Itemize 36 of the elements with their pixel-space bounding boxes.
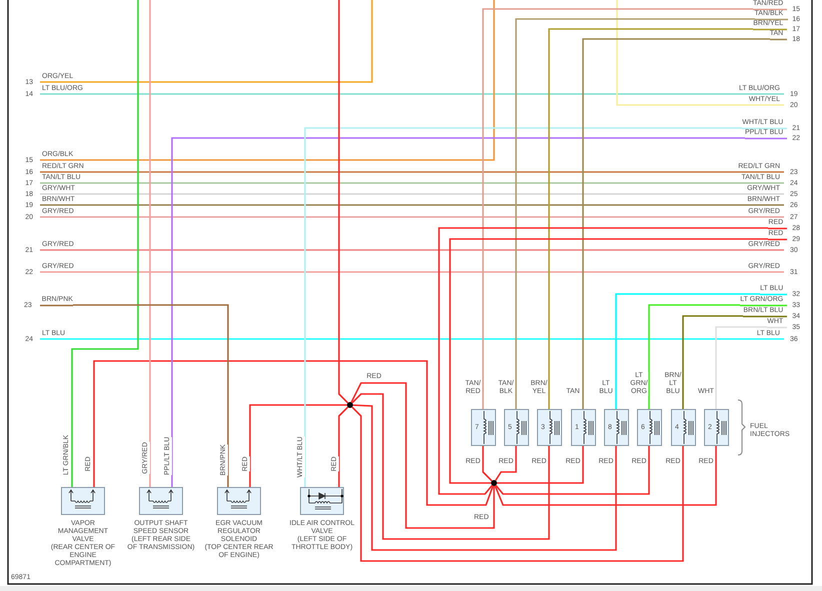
wire: [338, 406, 348, 487]
wire: [304, 127, 742, 487]
wire: [249, 404, 347, 487]
wire: [352, 406, 684, 562]
component: [48, 487, 118, 568]
wire: [497, 446, 584, 484]
wire: [350, 382, 495, 529]
wire: [494, 446, 717, 506]
wire: [715, 326, 767, 409]
fuel-injector: [471, 409, 496, 446]
fuel-injector: [571, 409, 596, 446]
fuel-injector: [637, 409, 662, 446]
wire: [648, 304, 740, 409]
wire: [149, 0, 151, 487]
wire: [352, 404, 617, 551]
wire: [482, 446, 492, 482]
fuel-injector: [604, 409, 629, 446]
wire: [582, 38, 770, 409]
wire: [615, 293, 760, 409]
wire: [338, 0, 348, 404]
wire: [71, 0, 139, 487]
wire: [682, 315, 743, 409]
fuel-injector: [537, 409, 562, 446]
component: [287, 487, 357, 552]
wire: [352, 393, 550, 540]
fuel-injector: [671, 409, 696, 446]
wire: [171, 137, 745, 487]
fuel-injector: [704, 409, 729, 446]
wire: [495, 446, 650, 495]
wire: [548, 28, 753, 409]
component: [204, 487, 274, 560]
wire: [494, 446, 517, 481]
wire: [73, 304, 229, 487]
component: [126, 487, 196, 552]
fuel-injector: [504, 409, 529, 446]
wire: [93, 360, 494, 506]
